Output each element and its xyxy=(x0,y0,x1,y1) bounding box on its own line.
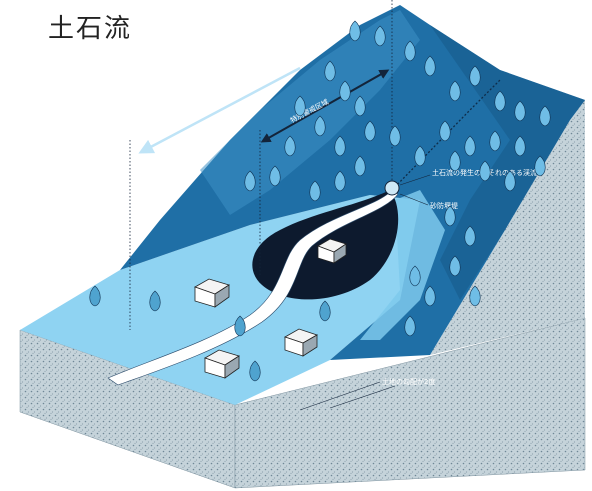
leader-fan-apex xyxy=(299,381,381,411)
house xyxy=(204,349,240,379)
tree-group xyxy=(89,20,551,382)
soil-mountain-section xyxy=(430,100,585,355)
tree-icon xyxy=(269,165,281,187)
tree-icon xyxy=(489,130,501,152)
tree-icon xyxy=(324,60,336,82)
tree-icon xyxy=(389,125,401,147)
tree-icon xyxy=(424,55,436,77)
tree-icon xyxy=(469,65,481,87)
fan-apex-label: 土地の勾配が2度 xyxy=(382,377,435,386)
tree-icon xyxy=(284,135,296,157)
tree-icon xyxy=(314,115,326,137)
tree-icon xyxy=(234,315,246,337)
tree-icon xyxy=(309,180,321,202)
leader-check-dam xyxy=(399,193,429,206)
tree-icon xyxy=(249,360,261,382)
tree-icon xyxy=(539,105,551,127)
tree-icon xyxy=(349,20,361,42)
check-dam-marker xyxy=(384,180,400,196)
soil-right-face xyxy=(234,317,586,489)
tree-icon xyxy=(414,145,426,167)
tree-icon xyxy=(514,100,526,122)
house xyxy=(317,238,347,264)
tree-icon xyxy=(449,80,461,102)
tree-icon xyxy=(464,135,476,157)
tree-icon xyxy=(339,80,351,102)
tree-icon xyxy=(449,255,461,277)
tree-icon xyxy=(334,135,346,157)
debris-stream xyxy=(107,189,399,386)
house xyxy=(194,278,230,308)
tree-icon xyxy=(444,205,456,227)
tree-icon xyxy=(404,40,416,62)
tree-icon xyxy=(514,135,526,157)
house xyxy=(284,328,318,357)
tree-icon xyxy=(364,120,376,142)
tree-icon xyxy=(149,290,161,312)
tree-icon xyxy=(494,90,506,112)
tree-icon xyxy=(479,160,491,182)
tree-icon xyxy=(354,95,366,117)
check-dam-label: 砂防堰堤 xyxy=(430,201,458,210)
tree-icon xyxy=(354,155,366,177)
tree-icon xyxy=(244,170,256,192)
tree-icon xyxy=(294,95,306,117)
special-warning-area-arrow xyxy=(260,69,390,143)
tree-icon xyxy=(334,170,346,192)
leader-fan-apex-2 xyxy=(329,385,396,409)
tree-icon xyxy=(89,285,101,307)
tree-icon xyxy=(409,265,421,287)
tree-icon xyxy=(469,285,481,307)
tree-icon xyxy=(534,155,546,177)
tree-icon xyxy=(449,150,461,172)
tree-icon xyxy=(464,225,476,247)
warning-area-label: 警戒区域 xyxy=(229,73,258,94)
tree-icon xyxy=(374,25,386,47)
ravine-strip xyxy=(360,190,445,340)
leader-debris-start xyxy=(399,174,431,186)
tree-icon xyxy=(404,315,416,337)
tree-icon xyxy=(424,285,436,307)
tree-icon xyxy=(439,120,451,142)
tree-icon xyxy=(319,300,331,322)
page-title: 土石流 xyxy=(48,14,133,44)
tree-icon xyxy=(504,170,516,192)
